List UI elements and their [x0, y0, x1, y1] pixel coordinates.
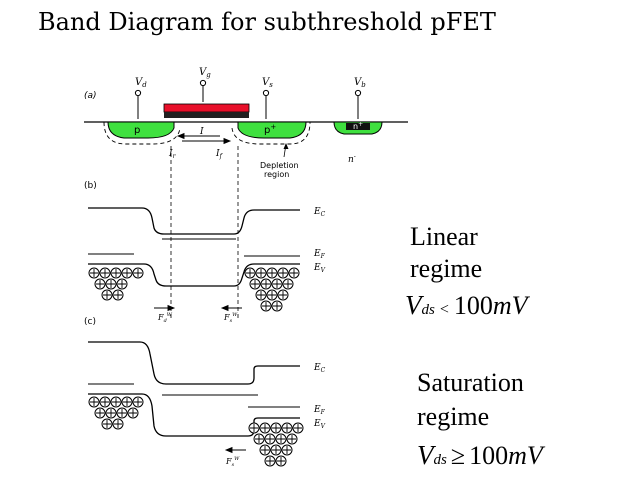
- linear-regime-line1: Linear: [410, 222, 478, 251]
- holes-source-c-signs: [250, 424, 302, 465]
- source-p-region: [237, 121, 307, 139]
- panel-c-label: (c): [84, 317, 96, 327]
- holes-source-b-signs: [246, 269, 298, 310]
- holes-drain-c-signs: [90, 398, 142, 428]
- conduction-band-b: [88, 207, 300, 235]
- slide-title: Band Diagram for subthreshold pFET: [38, 8, 496, 36]
- gate-oxide: [164, 112, 249, 118]
- panel-b-label: (b): [84, 181, 97, 191]
- valence-band-b: [88, 263, 300, 287]
- holes-drain-b-signs: [90, 269, 142, 299]
- flux-source-label-c: FsW: [225, 456, 240, 468]
- terminal-gate: [199, 79, 207, 102]
- saturation-regime-condition: Vds≥100mV: [417, 440, 543, 470]
- flux-arrow-c: [224, 446, 246, 454]
- bulk-contact-pad: [346, 123, 370, 130]
- ev-label-b: EV: [313, 263, 326, 274]
- flux-source-label-b: FsW: [223, 312, 238, 324]
- ev-label-c: EV: [313, 419, 326, 430]
- ec-label-b: EC: [313, 207, 326, 218]
- current-arrows: [176, 132, 232, 145]
- depletion-boundary-drain: [103, 121, 181, 145]
- depletion-boundary-source: [231, 121, 311, 145]
- valence-band-c: [88, 393, 300, 437]
- terminal-source: [262, 89, 270, 119]
- channel-current-label: I: [199, 127, 204, 137]
- band-diagram-figure: (a) Vd Vg Vs Vb p p+ n+ I Ir If Depletio: [84, 67, 408, 468]
- drain-region-label: p: [134, 125, 140, 136]
- depletion-label-2: region: [264, 170, 289, 179]
- terminal-source-label: Vs: [262, 77, 273, 89]
- terminal-drain: [134, 89, 142, 119]
- fermi-level-b: [88, 253, 300, 257]
- terminal-drain-label: Vd: [135, 77, 147, 89]
- saturation-regime-line2: regime: [417, 402, 490, 431]
- depletion-pointer-head: [283, 143, 289, 149]
- reverse-current-label: Ir: [168, 149, 177, 160]
- terminal-bulk: [354, 89, 362, 119]
- conduction-band-c: [88, 341, 300, 385]
- fermi-level-c: [88, 383, 300, 408]
- gate-electrode: [163, 103, 250, 113]
- panel-a-label: (a): [84, 91, 97, 101]
- linear-regime-line2: regime: [410, 254, 483, 283]
- terminal-bulk-label: Vb: [354, 77, 366, 89]
- forward-current-label: If: [215, 149, 224, 160]
- channel-guide-lines: [170, 146, 239, 320]
- terminal-gate-label: Vg: [199, 67, 211, 79]
- flux-arrows-b: [154, 304, 242, 312]
- flux-drain-label-b: FdW: [157, 312, 173, 324]
- source-region-label: p+: [264, 123, 276, 136]
- substrate-label: n-: [348, 153, 356, 165]
- linear-regime-condition: Vds<100mV: [405, 290, 528, 320]
- saturation-regime-line1: Saturation: [417, 368, 524, 397]
- bulk-region-label: n+: [353, 121, 363, 131]
- drain-p-region: [107, 121, 175, 139]
- ef-label-c: EF: [313, 405, 326, 416]
- ef-label-b: EF: [313, 249, 326, 260]
- ec-label-c: EC: [313, 363, 326, 374]
- depletion-label-1: Depletion: [260, 161, 299, 170]
- holes-drain-c: [88, 396, 144, 430]
